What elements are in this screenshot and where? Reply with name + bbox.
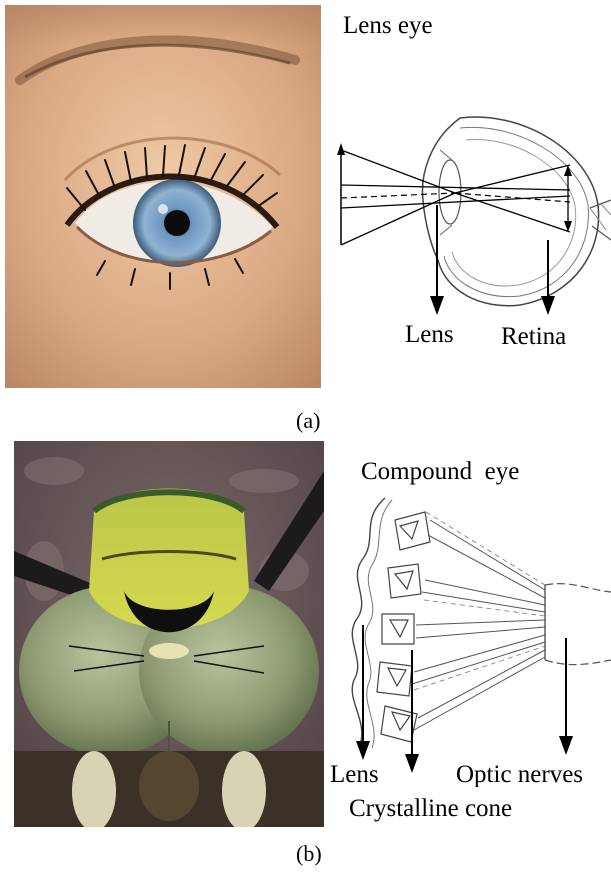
caption-a: (a) xyxy=(296,410,320,432)
lens-label-b: Lens xyxy=(330,762,379,787)
optic-nerves-label: Optic nerves xyxy=(456,762,611,787)
crystalline-cone-label: Crystalline cone xyxy=(349,796,512,821)
retina-label: Retina xyxy=(501,324,566,349)
lens-eye-diagram xyxy=(330,120,610,350)
panel-b-title: Compound eye xyxy=(361,459,519,484)
dragonfly-head-photo xyxy=(14,441,324,827)
caption-b: (b) xyxy=(296,843,322,865)
compound-eye-diagram xyxy=(345,490,610,760)
lens-label-a: Lens xyxy=(405,322,454,347)
panel-a-title: Lens eye xyxy=(343,13,433,38)
human-eye-photo xyxy=(5,5,321,388)
